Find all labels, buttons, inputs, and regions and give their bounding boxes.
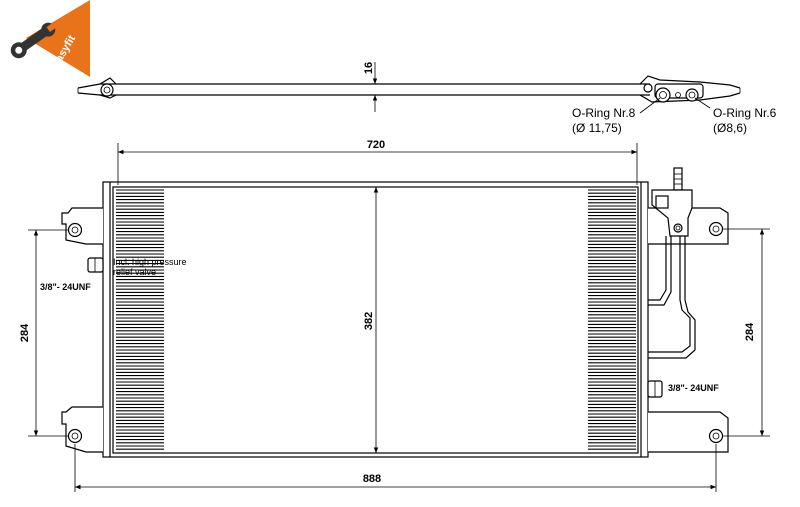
relief-valve [87,257,104,273]
dim-top-thickness: 16 [363,62,375,74]
dim-core-height: 382 [363,312,375,330]
left-lower-mount-hole [67,428,83,444]
wrench-icon [10,22,57,59]
dim-mount-spacing-left: 284 [19,323,31,342]
top-view: 16 O-Ring Nr.8 (Ø 11,75) O-Ring Nr.6 (Ø8… [77,62,777,135]
relief-valve-label-1: Incl. high pressure [113,257,187,267]
easyfit-logo: easyfit [10,0,90,77]
left-lower-bracket [61,406,103,453]
left-upper-mount-hole [67,222,83,238]
core-fins-left [116,189,164,450]
right-lower-mount-hole [708,428,724,444]
logo-orange-triangle [26,0,90,77]
right-upper-mount-hole [708,221,724,237]
oring-8-label: O-Ring Nr.8 [572,106,636,120]
top-left-mount-hole [100,83,114,97]
dim-mount-spacing-right: 284 [744,322,756,341]
oring-8-diameter: (Ø 11,75) [572,121,622,135]
front-view: 720 382 Incl. high pressure relief valve… [19,139,770,492]
dim-overall-width: 888 [363,473,381,485]
dim-core-width: 720 [367,139,385,151]
oring-6-diameter: (Ø8,6) [713,121,747,135]
outlet-pipes [648,167,696,359]
thread-label-right: 3/8"- 24UNF [668,383,719,393]
thread-label-left: 3/8"- 24UNF [40,282,91,292]
core-fins-right [588,189,636,450]
left-upper-bracket [61,207,103,245]
right-lower-bracket [648,411,729,453]
relief-valve-label-2: relief valve [113,267,156,277]
oring-6-label: O-Ring Nr.6 [713,106,777,120]
